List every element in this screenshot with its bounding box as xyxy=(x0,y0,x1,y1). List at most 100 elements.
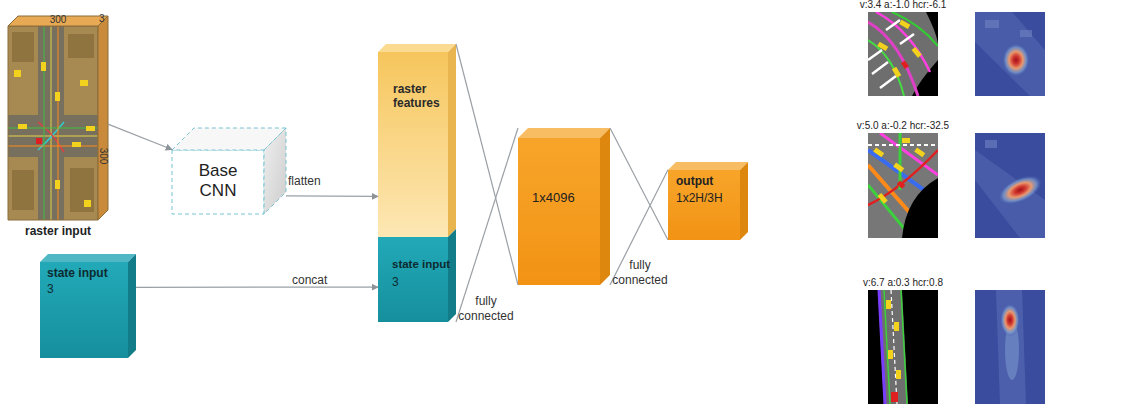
thumb-vehicle xyxy=(886,300,891,309)
thumb-crosswalk xyxy=(868,144,938,146)
vehicle xyxy=(80,80,88,86)
thumb-lane xyxy=(879,290,885,404)
heatmap-thumbnail xyxy=(975,290,1045,404)
vehicle xyxy=(84,200,91,207)
thumb-ego xyxy=(891,392,898,402)
vehicle xyxy=(55,92,60,101)
block-title: state input xyxy=(47,266,127,280)
raster-input-block: 3003300raster input xyxy=(8,16,108,220)
dimension-label: 3 xyxy=(99,13,111,25)
thumb-vehicle xyxy=(902,138,910,143)
dimension-label: 1x2H/3H xyxy=(676,191,740,205)
cnn-block: Base CNN xyxy=(172,128,286,214)
block-side-face xyxy=(98,16,108,220)
heat-blob xyxy=(1002,43,1030,77)
thumb-bg xyxy=(868,12,938,96)
block-faces xyxy=(518,128,610,285)
block-side-face xyxy=(264,128,286,214)
dimension-label: 300 xyxy=(38,14,78,26)
map-building xyxy=(12,32,34,62)
vehicle xyxy=(14,70,21,77)
thumb-vehicle xyxy=(914,147,925,157)
edge-label: fully connected xyxy=(450,294,522,324)
vehicle xyxy=(86,126,95,131)
thumb-offroad xyxy=(902,178,938,238)
block-top-face xyxy=(40,254,136,262)
thumb-vehicle xyxy=(896,370,901,379)
block-top-face xyxy=(378,44,456,52)
thumb-vehicle xyxy=(877,193,887,204)
thumb-crosswalk xyxy=(868,20,914,88)
thumb-ego xyxy=(897,181,906,189)
thumbnail-caption: v:3.4 a:-1.0 hcr:-6.1 xyxy=(853,0,953,11)
block-side-face xyxy=(740,162,748,240)
thumb-lane xyxy=(901,290,907,404)
fc-layer-block: 1x4096 xyxy=(518,128,610,285)
block-front-face xyxy=(668,170,740,240)
heat-patch xyxy=(985,20,999,28)
thumbnail-caption: v:5.0 a:-0.2 hcr:-32.5 xyxy=(853,120,953,132)
arrow-connector xyxy=(108,124,172,149)
thumb-vehicle xyxy=(894,322,899,331)
block-top-face xyxy=(518,128,610,138)
map-building xyxy=(12,170,34,210)
heat-blob xyxy=(993,169,1045,211)
edge-label: flatten xyxy=(288,174,338,189)
edge-label: fully connected xyxy=(604,258,676,288)
thumb-road xyxy=(878,290,908,404)
heatmap-thumbnail xyxy=(975,133,1045,238)
map-building xyxy=(70,168,94,212)
thumb-vehicle xyxy=(873,147,884,157)
thumb-lane xyxy=(868,40,904,96)
fc-connector xyxy=(456,44,518,285)
thumb-bg xyxy=(868,290,938,404)
raster-thumbnail xyxy=(868,290,938,404)
map-ground xyxy=(8,26,98,220)
thumb-road xyxy=(868,12,938,96)
block-faces xyxy=(378,44,456,237)
block-front-face xyxy=(518,138,600,285)
block-front-face xyxy=(378,237,448,322)
thumb-vehicle xyxy=(892,67,901,78)
block-side-face xyxy=(448,229,456,322)
block-front-face xyxy=(378,52,448,237)
dimension-label: 1x4096 xyxy=(532,190,598,206)
edge-label: concat xyxy=(292,273,342,288)
map-building xyxy=(68,34,94,58)
arrow-connector xyxy=(136,287,378,288)
block-front-face xyxy=(8,26,98,220)
raster-map xyxy=(8,26,98,220)
block-title: Base CNN xyxy=(188,161,248,201)
lane-path xyxy=(58,26,59,220)
connector-group xyxy=(108,44,668,322)
raster-features-block: raster features xyxy=(378,44,456,237)
raster-thumbnail xyxy=(868,12,938,96)
map-road xyxy=(38,26,64,220)
lane-path xyxy=(38,122,64,152)
arrow-connector xyxy=(286,195,378,197)
block-side-face xyxy=(448,44,456,237)
heat-blob xyxy=(1000,303,1020,337)
vehicle xyxy=(72,142,81,147)
vehicle xyxy=(18,124,27,129)
vehicle xyxy=(41,62,46,71)
output-block: output 1x2H/3H xyxy=(668,162,748,240)
block-side-face xyxy=(128,254,136,358)
thumb-bg xyxy=(868,133,938,238)
thumb-lane xyxy=(880,133,938,175)
lane-line xyxy=(51,26,52,220)
block-title: output xyxy=(676,174,738,188)
raster-thumbnail xyxy=(868,133,938,238)
block-front-face xyxy=(40,262,128,358)
block-faces xyxy=(378,237,456,322)
thumb-vehicle xyxy=(893,162,904,172)
heat-patch xyxy=(985,140,997,148)
vehicle xyxy=(55,180,60,189)
heatmap-thumbnail xyxy=(975,12,1045,96)
ego-vehicle xyxy=(36,138,42,144)
thumb-lane xyxy=(868,22,918,96)
